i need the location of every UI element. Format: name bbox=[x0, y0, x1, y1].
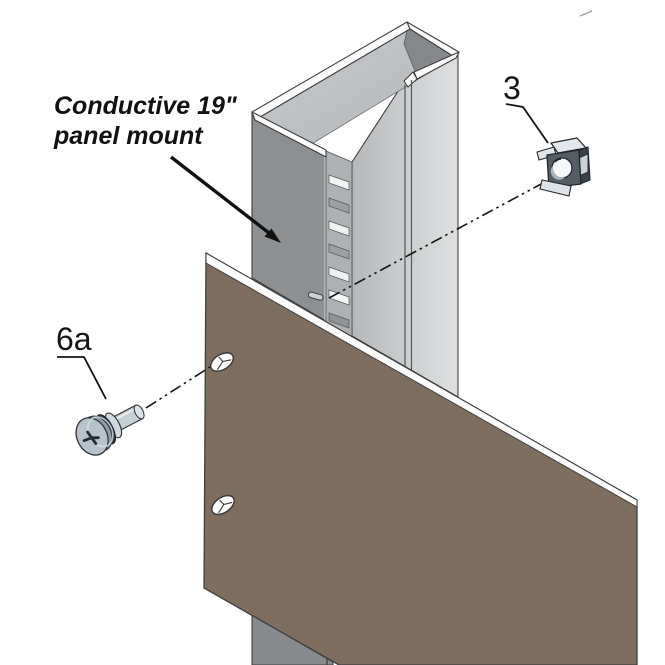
callout-line2: panel mount bbox=[54, 122, 203, 150]
cage-nut bbox=[536, 137, 591, 197]
conductive-panel bbox=[203, 251, 638, 665]
part-label-screw: 6a bbox=[56, 321, 92, 357]
part-label-cage-nut: 3 bbox=[503, 70, 521, 106]
panel-hole-lower bbox=[211, 494, 235, 516]
screw-assembly-axis bbox=[145, 366, 211, 409]
post-small-slot bbox=[307, 291, 324, 301]
post-top-rim bbox=[251, 21, 460, 158]
stray-mark bbox=[579, 10, 593, 17]
cage-nut-slots bbox=[328, 174, 350, 329]
cage-nut-assembly-axis bbox=[328, 182, 544, 299]
panel-hole-upper bbox=[209, 352, 235, 372]
callout-line1: Conductive 19" bbox=[54, 92, 237, 120]
leader-line-6a bbox=[57, 356, 107, 400]
panel-screw bbox=[75, 404, 145, 456]
panel-top-edge bbox=[205, 252, 638, 508]
leader-line-3 bbox=[505, 103, 549, 144]
rack-post bbox=[251, 21, 460, 665]
screw-drive-recess bbox=[82, 430, 100, 445]
callout-arrow bbox=[169, 155, 281, 243]
callout-text: Conductive 19" panel mount bbox=[54, 91, 237, 151]
